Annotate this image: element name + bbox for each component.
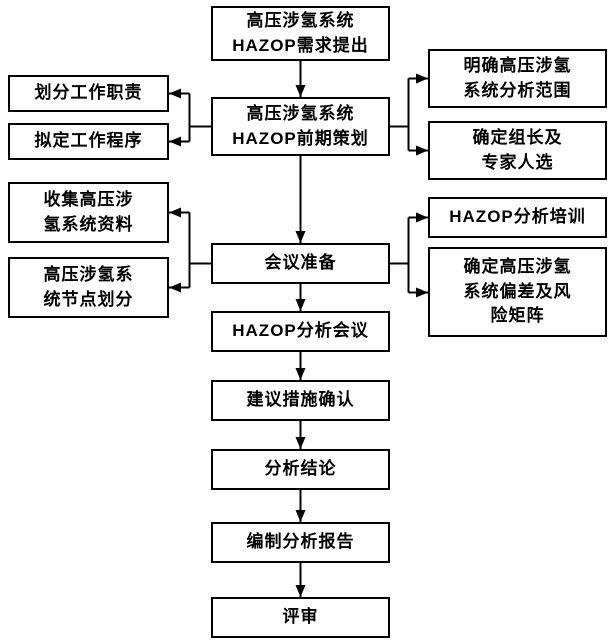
flow-box-label: 收集高压涉 氢系统资料 xyxy=(43,189,134,234)
flow-box-duties: 划分工作职责 xyxy=(8,75,169,112)
flow-box-label: 会议准备 xyxy=(264,253,337,273)
flow-box-training: HAZOP分析培训 xyxy=(428,197,607,238)
flow-box-scope: 明确高压涉氢 系统分析范围 xyxy=(428,49,607,108)
flow-box-label: 高压涉氢系统 HAZOP前期策划 xyxy=(232,103,369,148)
flow-box-label: HAZOP分析会议 xyxy=(232,321,369,341)
flow-box-label: HAZOP分析培训 xyxy=(449,207,586,227)
flow-box-label: 高压涉氢系统 HAZOP需求提出 xyxy=(232,10,369,55)
flow-box-label: 高压涉氢系 统节点划分 xyxy=(43,264,134,309)
flow-box-measures-confirm: 建议措施确认 xyxy=(211,380,390,421)
flow-box-label: 确定组长及 专家人选 xyxy=(472,127,563,172)
flow-box-label: 分析结论 xyxy=(264,459,337,479)
flow-box-label: 编制分析报告 xyxy=(246,532,355,552)
flow-box-requirement: 高压涉氢系统 HAZOP需求提出 xyxy=(211,6,390,61)
flow-box-label: 评审 xyxy=(282,607,319,627)
flow-box-leader-experts: 确定组长及 专家人选 xyxy=(428,121,607,180)
flow-box-node-division: 高压涉氢系 统节点划分 xyxy=(8,257,169,318)
flow-box-label: 明确高压涉氢 系统分析范围 xyxy=(463,55,572,100)
flow-box-label: 拟定工作程序 xyxy=(34,131,143,151)
flow-box-preplanning: 高压涉氢系统 HAZOP前期策划 xyxy=(211,97,390,156)
stem-meetingprep-left xyxy=(188,212,211,288)
flow-box-collect-data: 收集高压涉 氢系统资料 xyxy=(8,182,169,243)
stem-preplanning-right xyxy=(390,78,410,151)
flow-box-review: 评审 xyxy=(211,597,390,638)
stem-preplanning-left xyxy=(188,93,211,142)
flow-box-deviation-matrix: 确定高压涉氢 系统偏差及风 险矩阵 xyxy=(428,247,607,337)
flow-box-procedures: 拟定工作程序 xyxy=(8,123,169,160)
stem-meetingprep-right xyxy=(390,217,410,293)
flow-box-meeting-prep: 会议准备 xyxy=(211,243,390,284)
flow-box-hazop-meeting: HAZOP分析会议 xyxy=(211,311,390,352)
flow-box-conclusion: 分析结论 xyxy=(211,449,390,490)
flow-box-report: 编制分析报告 xyxy=(211,522,390,563)
flow-box-label: 建议措施确认 xyxy=(246,390,355,410)
flow-box-label: 确定高压涉氢 系统偏差及风 险矩阵 xyxy=(463,257,572,326)
flow-box-label: 划分工作职责 xyxy=(34,83,143,103)
